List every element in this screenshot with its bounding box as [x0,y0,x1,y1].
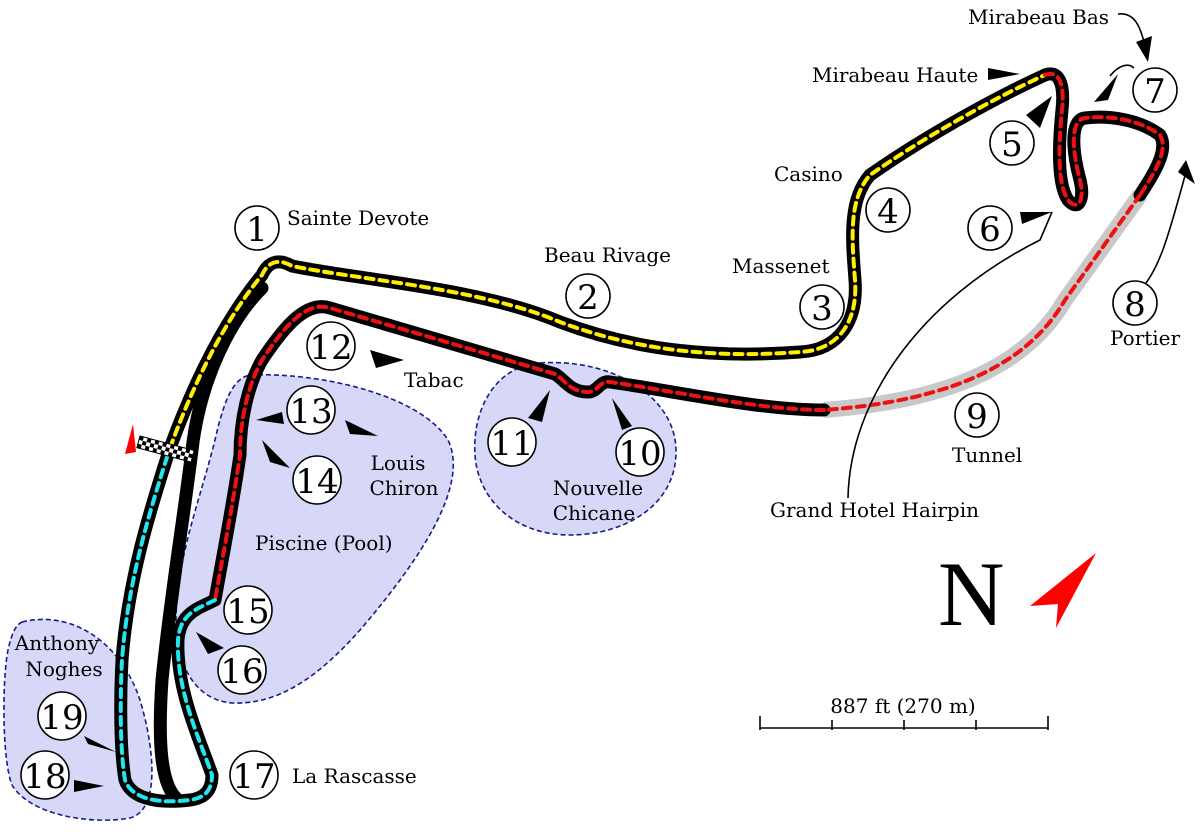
pointer-13 [256,412,284,424]
corner-14-number: 14 [295,462,338,502]
label-mirabeau-bas: Mirabeau Bas [968,5,1109,29]
pointer-14 [262,440,290,468]
corner-18-number: 18 [23,757,66,797]
label-nouvelle: Nouvelle [553,476,643,500]
label-massenet: Massenet [732,254,830,278]
compass: N [938,543,1096,645]
corner-7-marker: 7 [1132,67,1178,113]
corner-14-marker: 14 [292,455,342,505]
label-chiron: Chiron [369,476,438,500]
pointer-louis-chiron [345,420,378,436]
corner-9-number: 9 [966,397,988,437]
sector1-dashes [168,73,1047,450]
label-tabac: Tabac [404,368,464,392]
corner-15-marker: 15 [223,585,273,635]
corner-6-marker: 6 [967,205,1013,251]
label-tunnel: Tunnel [952,443,1022,467]
start-finish-line [136,435,195,463]
label-piscine: Piscine (Pool) [255,531,393,555]
corner-2-number: 2 [577,278,599,318]
zone-nouvelle-chicane [473,361,677,536]
pointer-16 [196,632,224,654]
pointer-18 [74,780,104,792]
pointer-5 [1026,96,1052,128]
pointer-10 [612,398,632,430]
corner-13-number: 13 [289,392,332,432]
label-beau-rivage: Beau Rivage [544,243,671,267]
sector-dashes [118,71,1165,804]
pointer-8 [1178,160,1195,184]
label-sainte-devote: Sainte Devote [287,206,429,230]
pointer-mirabeau-bas [1136,36,1152,62]
pointer-12 [370,350,404,368]
corner-16-marker: 16 [217,645,267,695]
label-portier: Portier [1110,326,1181,350]
pointer-7 [1094,74,1118,102]
corner-4-number: 4 [877,192,899,232]
leader-7 [1109,64,1135,77]
corner-3-marker: 3 [799,284,845,330]
direction-arrow-icon [125,424,136,454]
label-anthony: Anthony [14,631,100,655]
corner-1-number: 1 [246,210,268,250]
corner-pointers [74,36,1195,792]
corner-5-number: 5 [1001,125,1023,165]
leader-lines [847,13,1187,499]
corner-18-marker: 18 [20,750,70,800]
place-labels: Sainte Devote Beau Rivage Massenet Casin… [14,5,1181,788]
label-la-rascasse: La Rascasse [292,764,417,788]
sector2-dashes-straight [213,304,826,602]
compass-letter: N [938,543,1004,645]
leader-portier [1139,171,1187,291]
leader-mirabeau-bas [1117,13,1145,43]
corner-9-marker: 9 [954,392,1000,438]
corner-15-number: 15 [226,592,269,632]
corner-10-number: 10 [618,434,661,474]
corner-3-number: 3 [811,289,833,329]
corner-17-number: 17 [232,757,275,797]
label-mirabeau-haute: Mirabeau Haute [812,63,978,87]
pointer-6 [1020,212,1052,224]
corner-5-marker: 5 [989,120,1035,166]
corner-6-number: 6 [979,210,1001,250]
sector2-dashes-tunnel [822,193,1142,412]
leader-grand-hotel [847,211,1053,499]
label-casino: Casino [774,162,843,186]
north-arrow-icon [1030,553,1096,628]
corner-13-marker: 13 [286,385,336,435]
corner-2-marker: 2 [565,273,611,319]
corner-17-marker: 17 [229,750,279,800]
corner-8-marker: 8 [1112,280,1158,326]
corner-16-number: 16 [220,652,263,692]
pointer-mirabeau-haute [988,68,1020,80]
scale-bar: 887 ft (270 m) [759,694,1049,730]
label-grand-hotel-hairpin: Grand Hotel Hairpin [770,498,979,522]
sector2-dashes-mirabeau [1043,71,1165,207]
corner-12-number: 12 [309,328,352,368]
label-chicane: Chicane [553,501,635,525]
label-noghes: Noghes [25,657,102,681]
sector3-dashes [118,446,217,804]
corner-19-marker: 19 [37,691,87,741]
corner-11-number: 11 [490,424,533,464]
corner-4-marker: 4 [865,187,911,233]
corner-11-marker: 11 [487,417,537,467]
corner-markers: 1 2 3 4 5 6 7 8 [20,67,1178,800]
label-louis: Louis [371,451,426,475]
corner-1-marker: 1 [234,205,280,251]
pointer-19 [84,736,116,752]
corner-19-number: 19 [40,698,83,738]
pointer-11 [528,390,550,422]
scale-label: 887 ft (270 m) [830,694,975,718]
track-inner-outline [153,281,269,807]
corner-8-number: 8 [1124,285,1146,325]
corner-10-marker: 10 [615,427,665,477]
track-main-straight-outline [114,300,831,808]
corner-7-number: 7 [1144,72,1166,112]
corner-12-marker: 12 [306,321,356,371]
